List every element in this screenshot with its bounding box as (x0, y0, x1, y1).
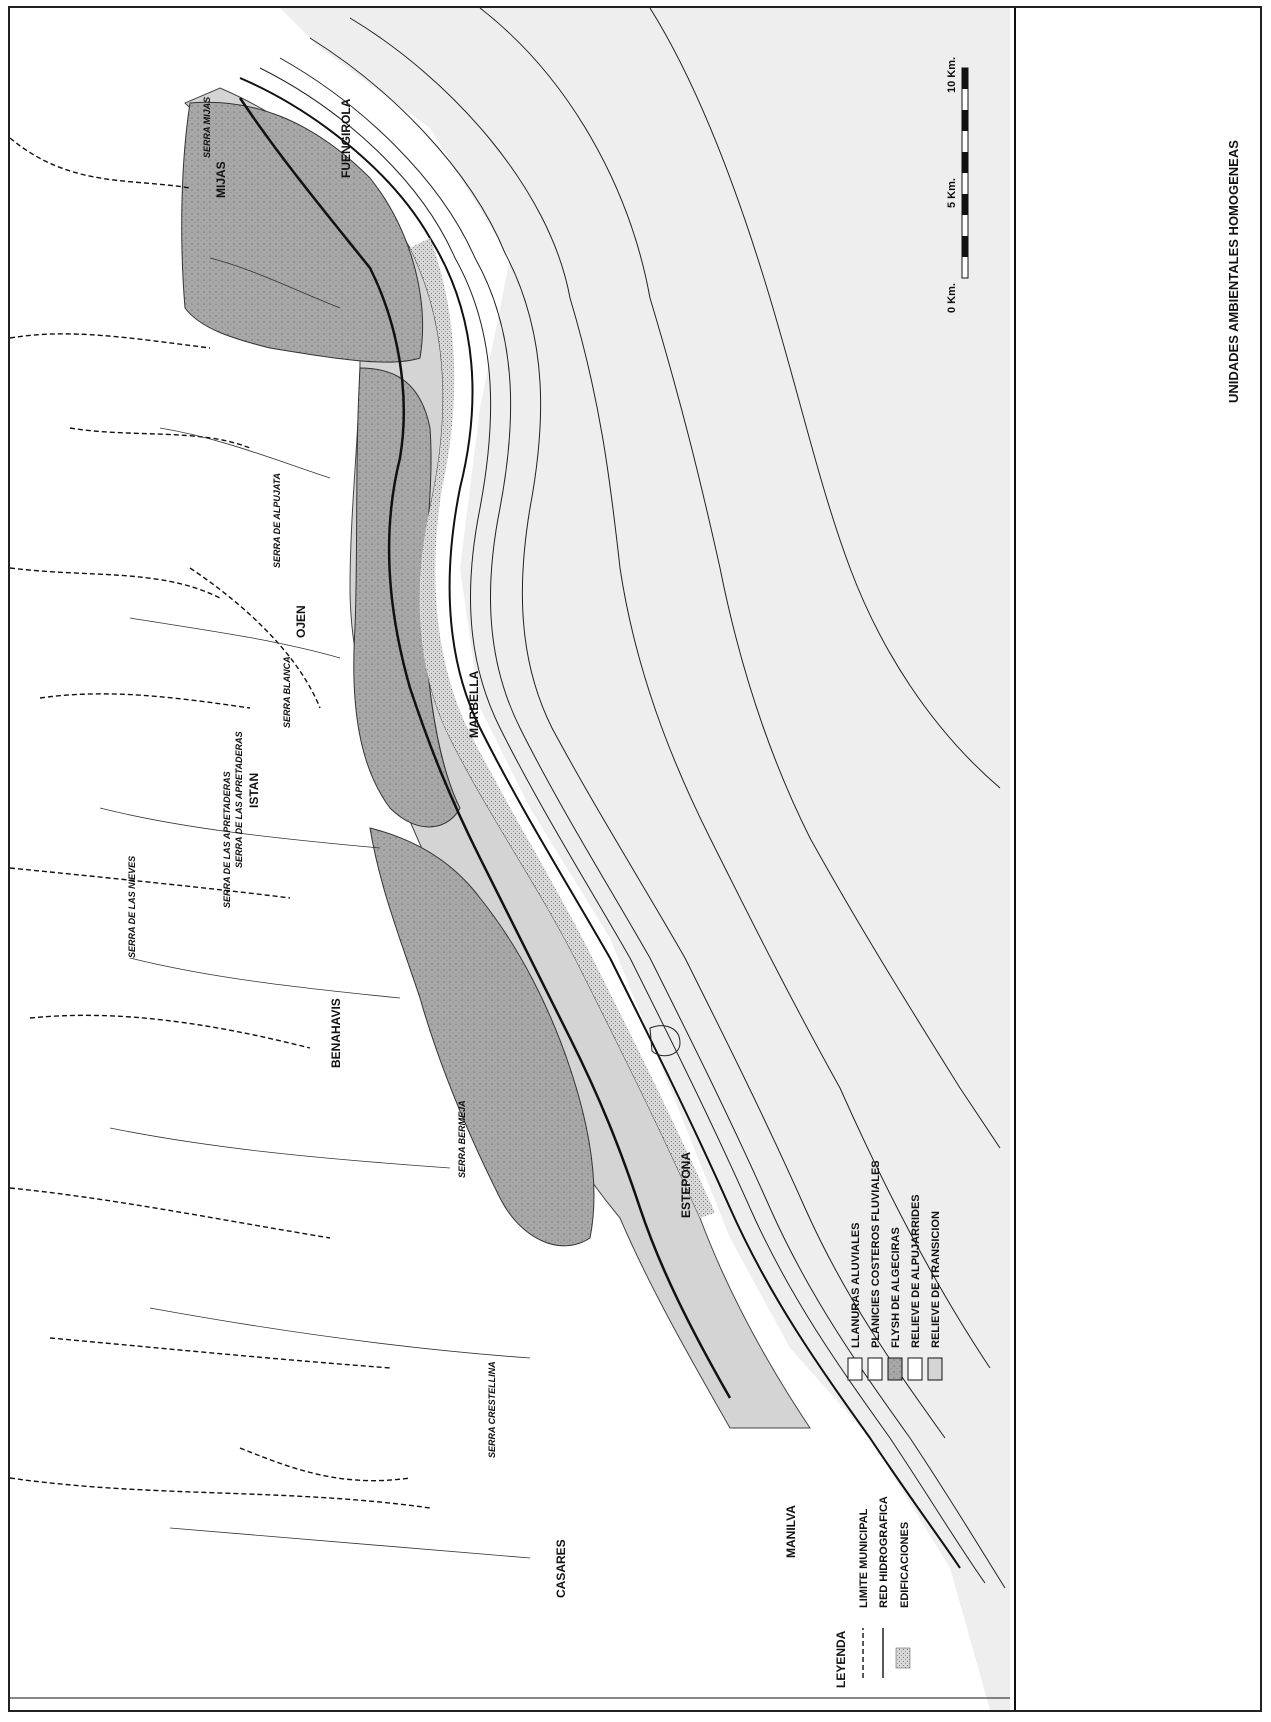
flysch-zone-central (353, 367, 461, 828)
legend-label-planicies: PLANICIES COSTEROS FLUVIALES (870, 1160, 882, 1348)
legend-label-red: RED HIDROGRAFICA (878, 1496, 890, 1608)
flysch-zone-west (369, 827, 595, 1247)
river-network (99, 257, 531, 1559)
place-fuengirola: FUENGIROLA (339, 98, 353, 178)
serra-mijas-label: SERRA MIJAS (202, 97, 212, 158)
scale-bar: 0 Km. 5 Km. 10 Km. (946, 57, 969, 313)
map-svg: FUENGIROLA MIJAS MARBELLA OJEN ISTAN BEN… (9, 7, 1241, 1710)
legend-label-alpujarrides: RELIEVE DE ALPUJARRIDES (910, 1194, 922, 1348)
sea-area (280, 8, 1010, 1710)
serra-apretaderas-label-2: SERRA DE LAS APRETADERAS (222, 771, 232, 908)
legend-swatch-llanuras (847, 1357, 863, 1381)
serra-crestellina-label: SERRA CRESTELLINA (487, 1361, 497, 1458)
scale-tick-5: 5 Km. (946, 178, 958, 208)
scale-tick-10: 10 Km. (946, 57, 958, 93)
serra-alpujata-label: SERRA DE ALPUJATA (272, 473, 282, 568)
legend-label-llanuras: LLANURAS ALUVIALES (850, 1223, 862, 1348)
main-road (238, 97, 732, 1399)
place-marbella: MARBELLA (467, 670, 481, 738)
legend-label-edificaciones: EDIFICACIONES (899, 1522, 911, 1608)
legend-swatch-planicies (867, 1357, 883, 1381)
place-mijas: MIJAS (214, 161, 228, 198)
municipal-boundaries (9, 137, 431, 1509)
legend-swatch-transicion (927, 1357, 943, 1381)
flysch-zone-east (181, 101, 423, 363)
serra-blanca-label: SERRA BLANCA (282, 656, 292, 728)
serra-bermeja-label: SERRA BERMEJA (457, 1100, 467, 1178)
place-manilva: MANILVA (784, 1505, 798, 1558)
legend-label-flysh: FLYSH DE ALGECIRAS (890, 1227, 902, 1348)
place-benahavis: BENAHAVIS (329, 998, 343, 1068)
scale-tick-0: 0 Km. (946, 283, 958, 313)
place-estepona: ESTEPONA (679, 1152, 693, 1218)
legend: LEYENDA LIMITE MUNICIPAL RED HIDROGRAFIC… (834, 1160, 943, 1688)
map-title: UNIDADES AMBIENTALES HOMOGENEAS (1226, 140, 1241, 403)
place-ojen: OJEN (294, 605, 308, 638)
bathymetry-contours (259, 7, 1006, 1589)
legend-heading: LEYENDA (834, 1630, 848, 1688)
coastline (239, 77, 961, 1569)
legend-swatch-alpujarrides (907, 1357, 923, 1381)
map-frame: FUENGIROLA MIJAS MARBELLA OJEN ISTAN BEN… (8, 6, 1262, 1712)
place-casares: CASARES (554, 1539, 568, 1598)
serra-nieves-label: SERRA DE LAS NIEVES (127, 856, 137, 958)
legend-label-limite: LIMITE MUNICIPAL (858, 1508, 870, 1608)
edificaciones-strip (410, 238, 715, 1218)
legend-label-transicion: RELIEVE DE TRANSICION (930, 1211, 942, 1348)
legend-swatch-flysh (887, 1357, 903, 1381)
place-istan: ISTAN (247, 773, 261, 808)
serra-apretaderas-label: SERRA DE LAS APRETADERAS (234, 731, 244, 868)
legend-symbol-edificaciones (895, 1647, 911, 1669)
